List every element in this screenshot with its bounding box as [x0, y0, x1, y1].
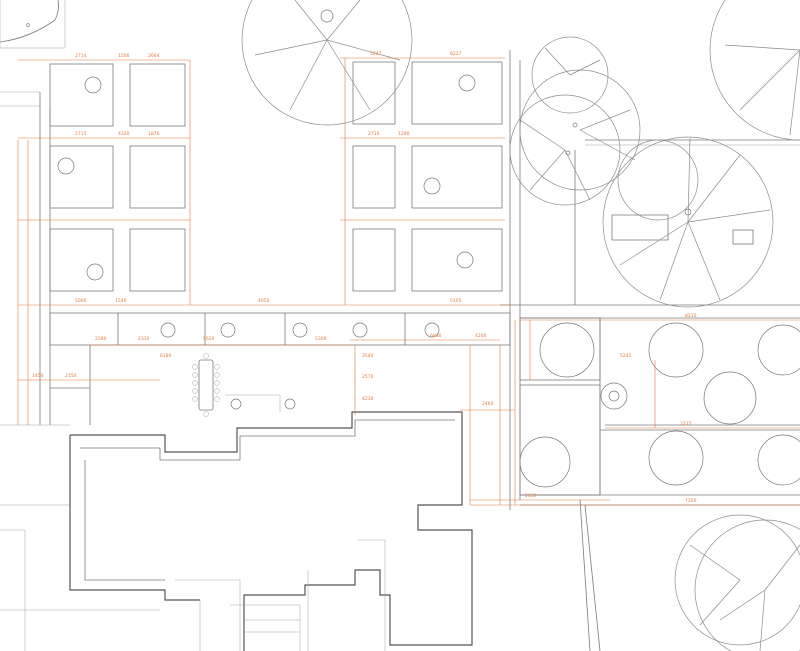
tree-top-right: [709, 0, 800, 141]
corner-feature: [0, 0, 66, 49]
dimension-label: 5247: [370, 51, 382, 57]
tree-top-middle: [241, 0, 413, 126]
dimension-label: 2710: [368, 131, 380, 137]
dimension-label: 2310: [138, 336, 150, 342]
tree-cluster-upper: [509, 36, 641, 206]
dimension-label: 5300: [315, 336, 327, 342]
middle-planter-grid: [352, 61, 503, 292]
dimension-label: 6180: [160, 353, 172, 359]
dimension-label: 5245: [620, 353, 632, 359]
left-planter-grid: [49, 63, 186, 292]
right-garden-layout: [500, 50, 800, 651]
dimension-label: 2715: [75, 131, 87, 137]
dimension-texts: 2714 1500 2664 2715 4320 1870 8227 5247 …: [32, 51, 697, 504]
dimension-label: 1290: [398, 131, 410, 137]
trees: [241, 0, 800, 651]
dimension-lines: [17, 57, 800, 506]
dimension-label: 2714: [75, 53, 87, 59]
dimension-label: 1450: [32, 373, 44, 379]
walkway-strip: [49, 312, 511, 425]
dimension-label: 4230: [362, 396, 374, 402]
dimension-label: 4050: [258, 298, 270, 304]
dimension-label: 2215: [680, 421, 692, 427]
dimension-label: 2150: [65, 373, 77, 379]
dimension-label: 8210: [685, 313, 697, 319]
dimension-label: 1870: [148, 131, 160, 137]
dimension-label: 2650: [525, 493, 537, 499]
dimension-label: 6830: [430, 333, 442, 339]
dimension-label: 2570: [362, 374, 374, 380]
tree-large-right: [602, 136, 774, 308]
building-outline: [69, 411, 473, 651]
dimension-label: 7350: [685, 498, 697, 504]
dimension-label: 2460: [482, 401, 494, 407]
dimension-label: 5000: [75, 298, 87, 304]
tree-bottom-right: [674, 514, 800, 651]
left-site-lines: [0, 91, 160, 651]
dimension-label: 5620: [203, 336, 215, 342]
dimension-label: 2664: [148, 53, 160, 59]
dimension-label: 1540: [115, 298, 127, 304]
dimension-label: 1500: [118, 53, 130, 59]
dimension-label: 8227: [450, 51, 462, 57]
dining-table: [192, 353, 220, 417]
dimension-label: 2280: [95, 336, 107, 342]
dimension-label: 5105: [450, 298, 462, 304]
dimension-label: 4200: [475, 333, 487, 339]
dimension-label: 3540: [362, 353, 374, 359]
dimension-label: 4320: [118, 131, 130, 137]
